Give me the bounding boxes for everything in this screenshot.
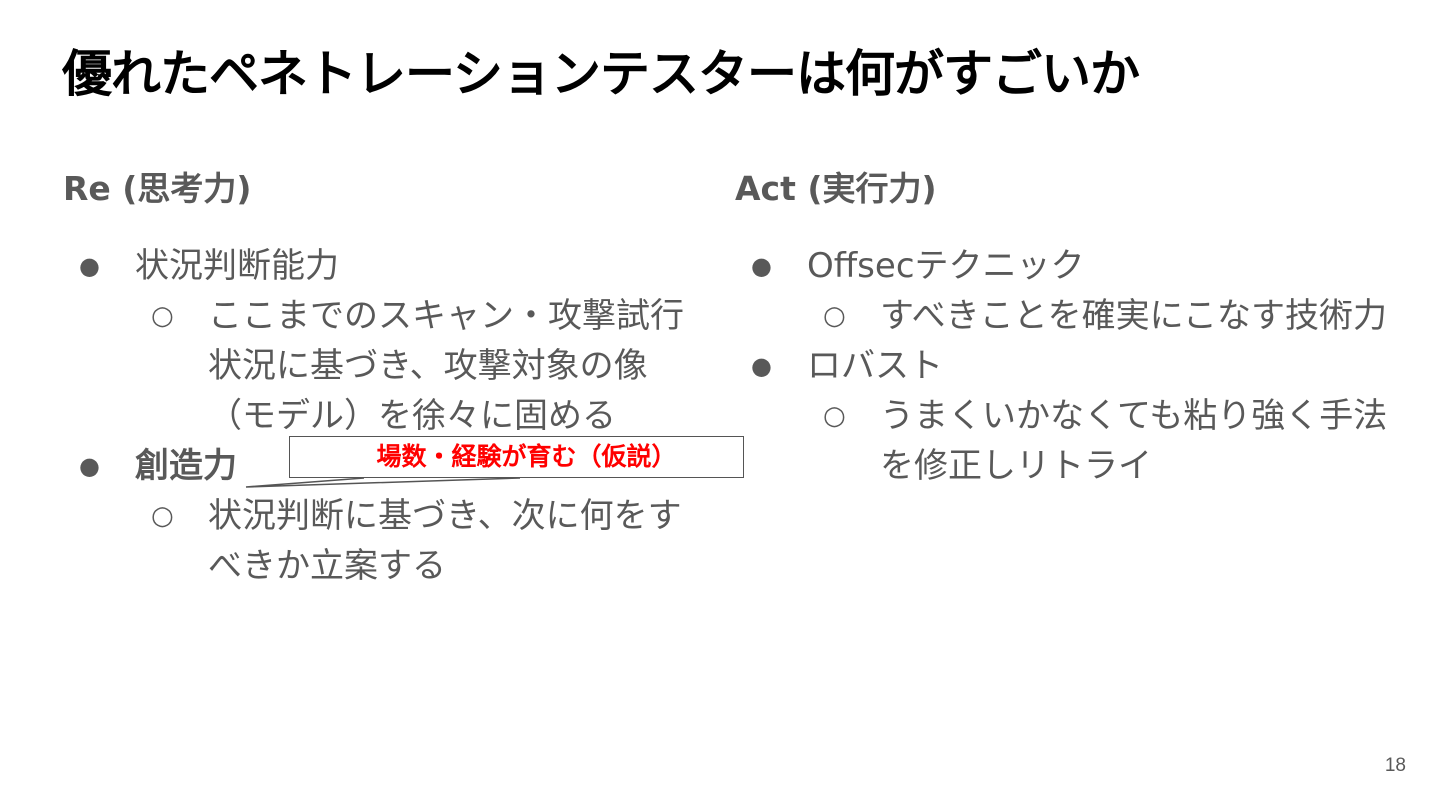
slide-title: 優れたペネトレーションテスターは何がすごいか: [62, 45, 1140, 103]
list-item-label: ロバスト: [807, 346, 943, 386]
re-column-heading: Re (思考力): [63, 169, 252, 208]
page-number: 18: [1384, 755, 1406, 776]
filled-bullet-icon: ●: [751, 252, 772, 280]
list-subitem: ○ ここまでのスキャン・攻撃試行状況に基づき、攻撃対象の像（モデル）を徐々に固め…: [63, 291, 703, 441]
list-subitem: ○ 状況判断に基づき、次に何をすべきか立案する: [63, 491, 703, 591]
hollow-bullet-icon: ○: [151, 301, 174, 331]
act-bullet-list: ● Offsecテクニック ○ すべきことを確実にこなす技術力 ● ロバスト ○…: [735, 241, 1395, 491]
hollow-bullet-icon: ○: [823, 401, 846, 431]
filled-bullet-icon: ●: [751, 352, 772, 380]
list-item-label: Offsecテクニック: [807, 246, 1085, 286]
list-subitem-text: ここまでのスキャン・攻撃試行状況に基づき、攻撃対象の像（モデル）を徐々に固める: [208, 296, 684, 436]
hollow-bullet-icon: ○: [823, 301, 846, 331]
list-item-label: 創造力: [135, 446, 237, 486]
re-bullet-list: ● 状況判断能力 ○ ここまでのスキャン・攻撃試行状況に基づき、攻撃対象の像（モ…: [63, 241, 703, 591]
list-item: ● ロバスト: [735, 341, 1395, 391]
hollow-bullet-icon: ○: [151, 501, 174, 531]
list-subitem-text: すべきことを確実にこなす技術力: [880, 296, 1387, 336]
list-item: ● Offsecテクニック: [735, 241, 1395, 291]
hypothesis-callout: 場数・経験が育む（仮説）: [289, 436, 744, 478]
list-subitem: ○ うまくいかなくても粘り強く手法を修正しリトライ: [735, 391, 1395, 491]
filled-bullet-icon: ●: [79, 252, 100, 280]
list-subitem: ○ すべきことを確実にこなす技術力: [735, 291, 1395, 341]
list-subitem-text: 状況判断に基づき、次に何をすべきか立案する: [208, 496, 682, 586]
filled-bullet-icon: ●: [79, 452, 100, 480]
act-column-heading: Act (実行力): [735, 169, 937, 208]
list-item: ● 状況判断能力: [63, 241, 703, 291]
list-item-label: 状況判断能力: [135, 246, 339, 286]
list-subitem-text: うまくいかなくても粘り強く手法を修正しリトライ: [880, 396, 1388, 486]
list-item: ● 創造力: [63, 441, 703, 491]
